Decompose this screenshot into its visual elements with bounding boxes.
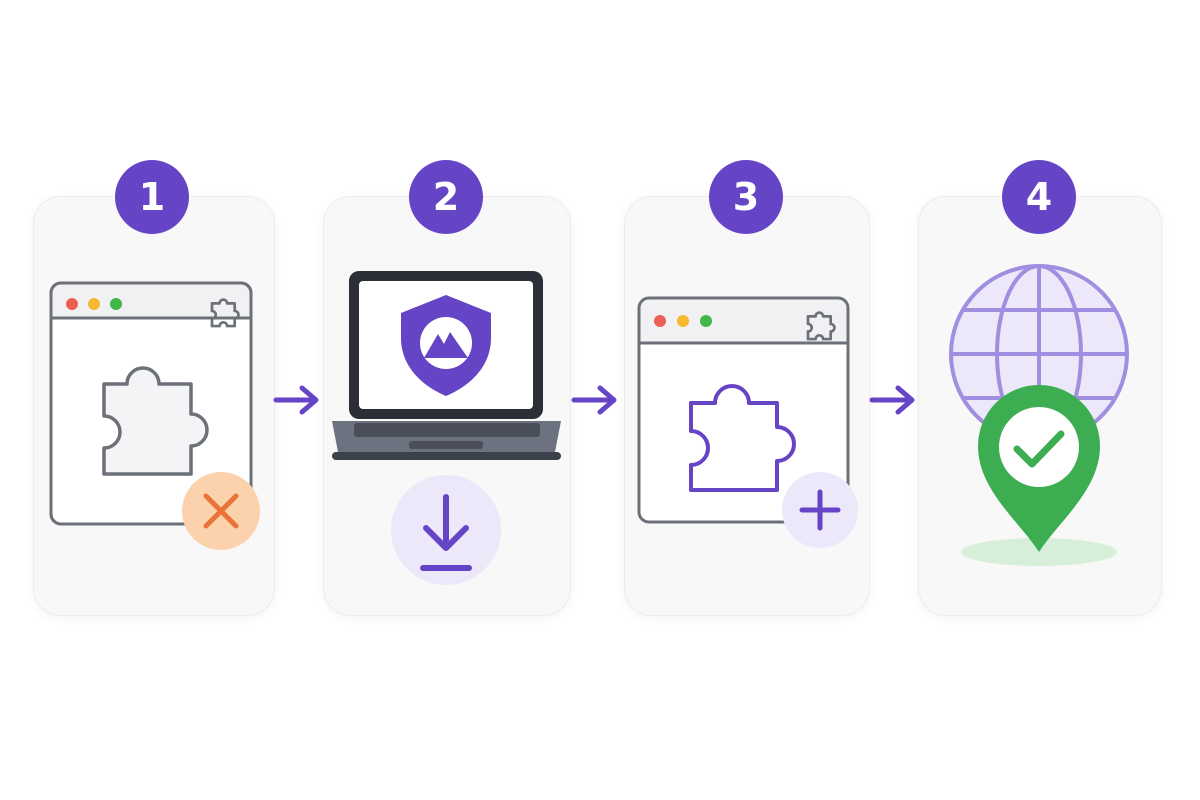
vpn-shield-icon (401, 295, 491, 396)
arrow-right-icon (571, 385, 617, 415)
remove-x-icon (182, 472, 260, 550)
small-puzzle-icon (806, 311, 836, 341)
add-plus-icon (782, 472, 858, 548)
step-number-2: 2 (409, 160, 483, 234)
puzzle-piece-icon (689, 384, 796, 492)
step-number-4: 4 (1002, 160, 1076, 234)
location-check-pin-icon (961, 385, 1117, 566)
puzzle-piece-icon (102, 366, 209, 476)
arrow-right-icon (869, 385, 915, 415)
arrow-right-icon (273, 385, 319, 415)
step-number-3: 3 (709, 160, 783, 234)
step-number-1: 1 (115, 160, 189, 234)
small-puzzle-icon (210, 298, 240, 328)
download-icon (391, 475, 501, 585)
